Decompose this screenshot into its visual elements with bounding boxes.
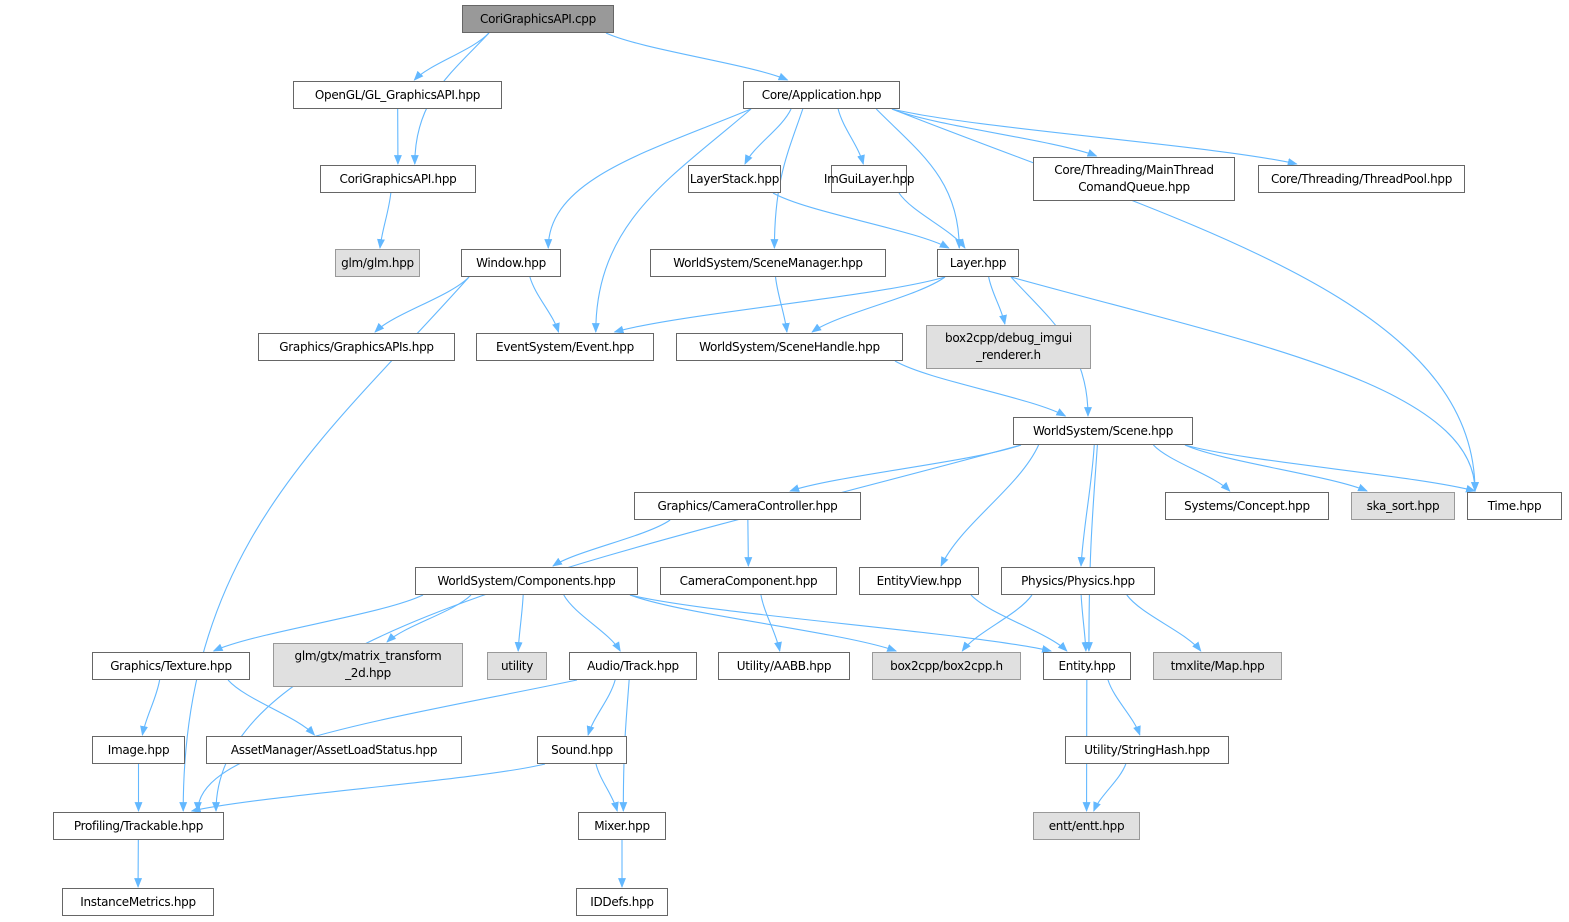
- edge-corihpp-to-glm: [377, 192, 392, 249]
- graph-node-box2cpp[interactable]: box2cpp/box2cpp.h: [872, 652, 1021, 680]
- graph-node-instancemetrics[interactable]: InstanceMetrics.hpp: [62, 888, 214, 916]
- graph-node-stringhash[interactable]: Utility/StringHash.hpp: [1065, 736, 1229, 764]
- edge-imgui-to-layer: [898, 192, 966, 249]
- graph-node-entityview[interactable]: EntityView.hpp: [859, 567, 979, 595]
- edge-components-to-box2cpp: [629, 594, 898, 652]
- edge-track-to-trackable: [193, 679, 578, 812]
- graph-node-components[interactable]: WorldSystem/Components.hpp: [415, 567, 638, 595]
- graph-node-concept[interactable]: Systems/Concept.hpp: [1165, 492, 1329, 520]
- edge-cameracomponent-to-aabb: [760, 594, 782, 652]
- edge-components-to-track: [563, 594, 621, 652]
- graph-node-sound[interactable]: Sound.hpp: [537, 736, 627, 764]
- graph-node-scenemanager[interactable]: WorldSystem/SceneManager.hpp: [650, 249, 886, 277]
- edge-texture-to-image: [140, 679, 161, 736]
- graph-node-cpp: CoriGraphicsAPI.cpp: [462, 5, 614, 33]
- edge-scene-to-entityview: [940, 444, 1040, 567]
- edge-sound-to-trackable: [190, 763, 546, 813]
- edge-app-to-mainthread: [891, 108, 1098, 157]
- edge-window-to-graphicsapis: [374, 276, 470, 333]
- graph-node-app[interactable]: Core/Application.hpp: [743, 81, 900, 109]
- edge-app-to-imgui: [837, 108, 865, 165]
- graph-node-iddefs[interactable]: IDDefs.hpp: [576, 888, 668, 916]
- graph-node-utility[interactable]: utility: [487, 652, 547, 680]
- edge-scene-to-entity: [1084, 444, 1098, 652]
- edge-app-to-layerstack: [744, 108, 792, 165]
- graph-node-trackable[interactable]: Profiling/Trackable.hpp: [53, 812, 224, 840]
- graph-node-corihpp[interactable]: CoriGraphicsAPI.hpp: [320, 165, 476, 193]
- edge-scene-to-physics: [1077, 444, 1095, 567]
- edge-texture-to-assetstatus: [227, 679, 316, 736]
- edge-layer-to-event: [613, 276, 946, 334]
- graph-node-texture[interactable]: Graphics/Texture.hpp: [92, 652, 250, 680]
- edge-app-to-window: [544, 108, 752, 249]
- edge-cameracontroller-to-cameracomponent: [744, 519, 753, 567]
- edge-layer-to-debugimgui: [988, 276, 1007, 325]
- edge-components-to-entity: [629, 594, 1052, 653]
- edge-physics-to-box2cpp: [961, 594, 1033, 652]
- graph-node-assetstatus[interactable]: AssetManager/AssetLoadStatus.hpp: [206, 736, 462, 764]
- graph-node-mainthread[interactable]: Core/Threading/MainThread ComandQueue.hp…: [1033, 157, 1235, 201]
- graph-node-mixer[interactable]: Mixer.hpp: [578, 812, 666, 840]
- graph-node-entity[interactable]: Entity.hpp: [1043, 652, 1131, 680]
- graph-node-graphicsapis[interactable]: Graphics/GraphicsAPIs.hpp: [258, 333, 455, 361]
- edge-scene-to-time: [1184, 444, 1476, 493]
- graph-node-debugimgui[interactable]: box2cpp/debug_imgui _renderer.h: [926, 325, 1091, 369]
- edge-sound-to-mixer: [595, 763, 619, 812]
- graph-node-glm[interactable]: glm/glm.hpp: [335, 249, 420, 277]
- edge-scene-to-concept: [1152, 444, 1231, 492]
- graph-node-opengl[interactable]: OpenGL/GL_GraphicsAPI.hpp: [293, 81, 502, 109]
- edge-components-to-texture: [212, 594, 424, 652]
- edge-app-to-time: [891, 108, 1479, 492]
- edge-layer-to-scenehandle: [811, 276, 946, 333]
- graph-node-scene[interactable]: WorldSystem/Scene.hpp: [1013, 417, 1193, 445]
- edge-app-to-threadpool: [891, 108, 1298, 166]
- graph-node-cameracomponent[interactable]: CameraComponent.hpp: [660, 567, 837, 595]
- graph-node-aabb[interactable]: Utility/AABB.hpp: [718, 652, 850, 680]
- edge-layerstack-to-layer: [772, 192, 950, 249]
- edge-window-to-event: [529, 276, 560, 333]
- edge-cpp-to-app: [605, 32, 789, 81]
- edge-physics-to-tmxlite: [1126, 594, 1202, 652]
- edge-cameracontroller-to-components: [552, 519, 671, 567]
- graph-node-image[interactable]: Image.hpp: [92, 736, 185, 764]
- graph-node-physics[interactable]: Physics/Physics.hpp: [1001, 567, 1155, 595]
- graph-node-window[interactable]: Window.hpp: [461, 249, 561, 277]
- edge-app-to-scenemanager: [770, 108, 804, 249]
- graph-node-matrix2d[interactable]: glm/gtx/matrix_transform _2d.hpp: [273, 643, 463, 687]
- edge-physics-to-entity: [1080, 594, 1090, 652]
- graph-node-skasort[interactable]: ska_sort.hpp: [1351, 492, 1455, 520]
- graph-node-cameracontroller[interactable]: Graphics/CameraController.hpp: [634, 492, 861, 520]
- graph-node-track[interactable]: Audio/Track.hpp: [569, 652, 697, 680]
- graph-node-entt[interactable]: entt/entt.hpp: [1033, 812, 1140, 840]
- graph-node-imgui[interactable]: ImGuiLayer.hpp: [824, 165, 914, 193]
- graph-node-tmxlite[interactable]: tmxlite/Map.hpp: [1153, 652, 1282, 680]
- edge-components-to-utility: [514, 594, 524, 652]
- edge-app-to-layer: [875, 108, 964, 249]
- edge-scene-to-cameracontroller: [789, 444, 1022, 492]
- edge-scenehandle-to-scene: [894, 360, 1067, 417]
- edge-scene-to-skasort: [1184, 444, 1368, 492]
- graph-node-layerstack[interactable]: LayerStack.hpp: [688, 165, 781, 193]
- graph-node-event[interactable]: EventSystem/Event.hpp: [476, 333, 654, 361]
- edge-track-to-sound: [586, 679, 616, 736]
- edge-entityview-to-entity: [970, 594, 1068, 652]
- edge-app-to-event: [591, 108, 752, 333]
- graph-node-scenehandle[interactable]: WorldSystem/SceneHandle.hpp: [676, 333, 903, 361]
- edge-cpp-to-opengl: [413, 32, 490, 81]
- edge-entity-to-stringhash: [1107, 679, 1141, 736]
- graph-node-threadpool[interactable]: Core/Threading/ThreadPool.hpp: [1258, 165, 1465, 193]
- edge-track-to-mixer: [619, 679, 630, 812]
- edge-layer-to-time: [1010, 276, 1479, 492]
- graph-node-time[interactable]: Time.hpp: [1467, 492, 1562, 520]
- edge-components-to-matrix2d: [386, 594, 472, 643]
- edge-stringhash-to-entt: [1093, 763, 1127, 812]
- graph-node-layer[interactable]: Layer.hpp: [937, 249, 1019, 277]
